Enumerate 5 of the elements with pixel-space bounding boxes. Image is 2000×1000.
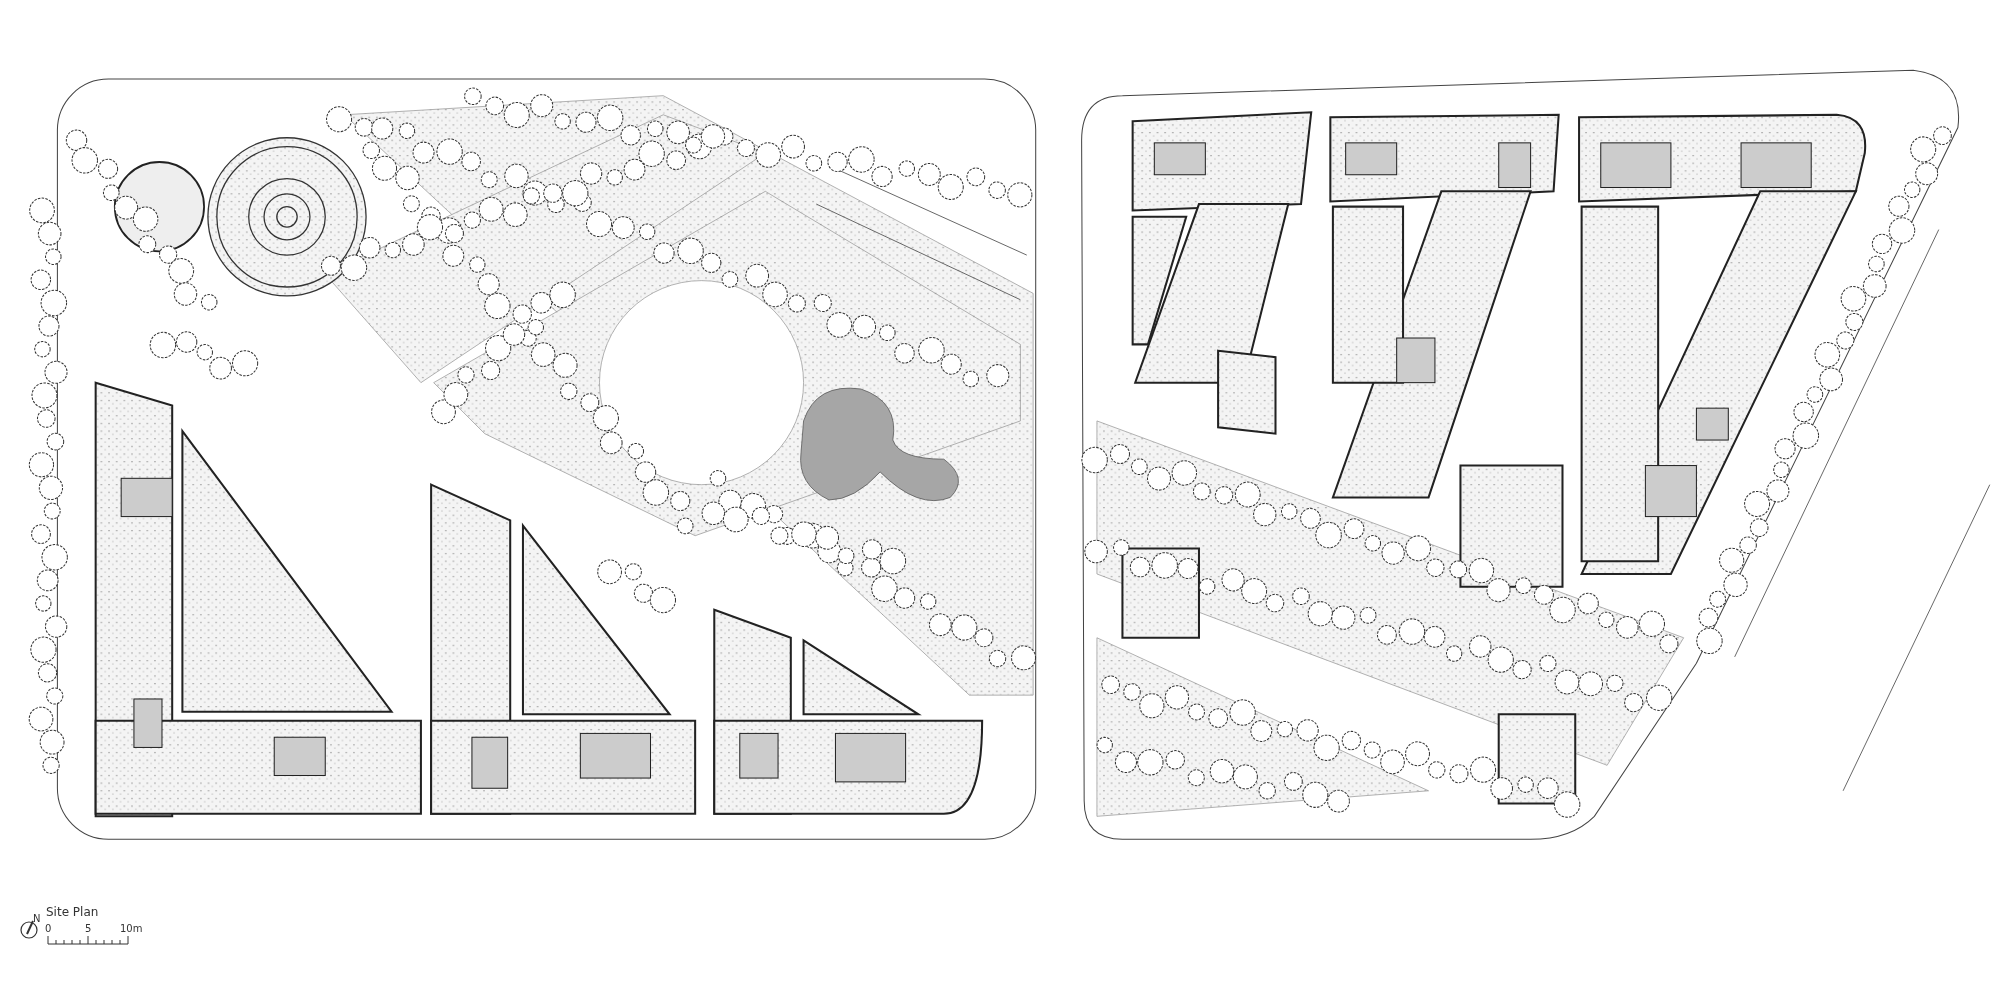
north-label: N (33, 914, 41, 924)
scale-label: 10m (120, 924, 143, 934)
scale-label: 5 (85, 924, 92, 934)
plan-title: Site Plan (46, 906, 99, 918)
scale-label: 0 (45, 924, 52, 934)
